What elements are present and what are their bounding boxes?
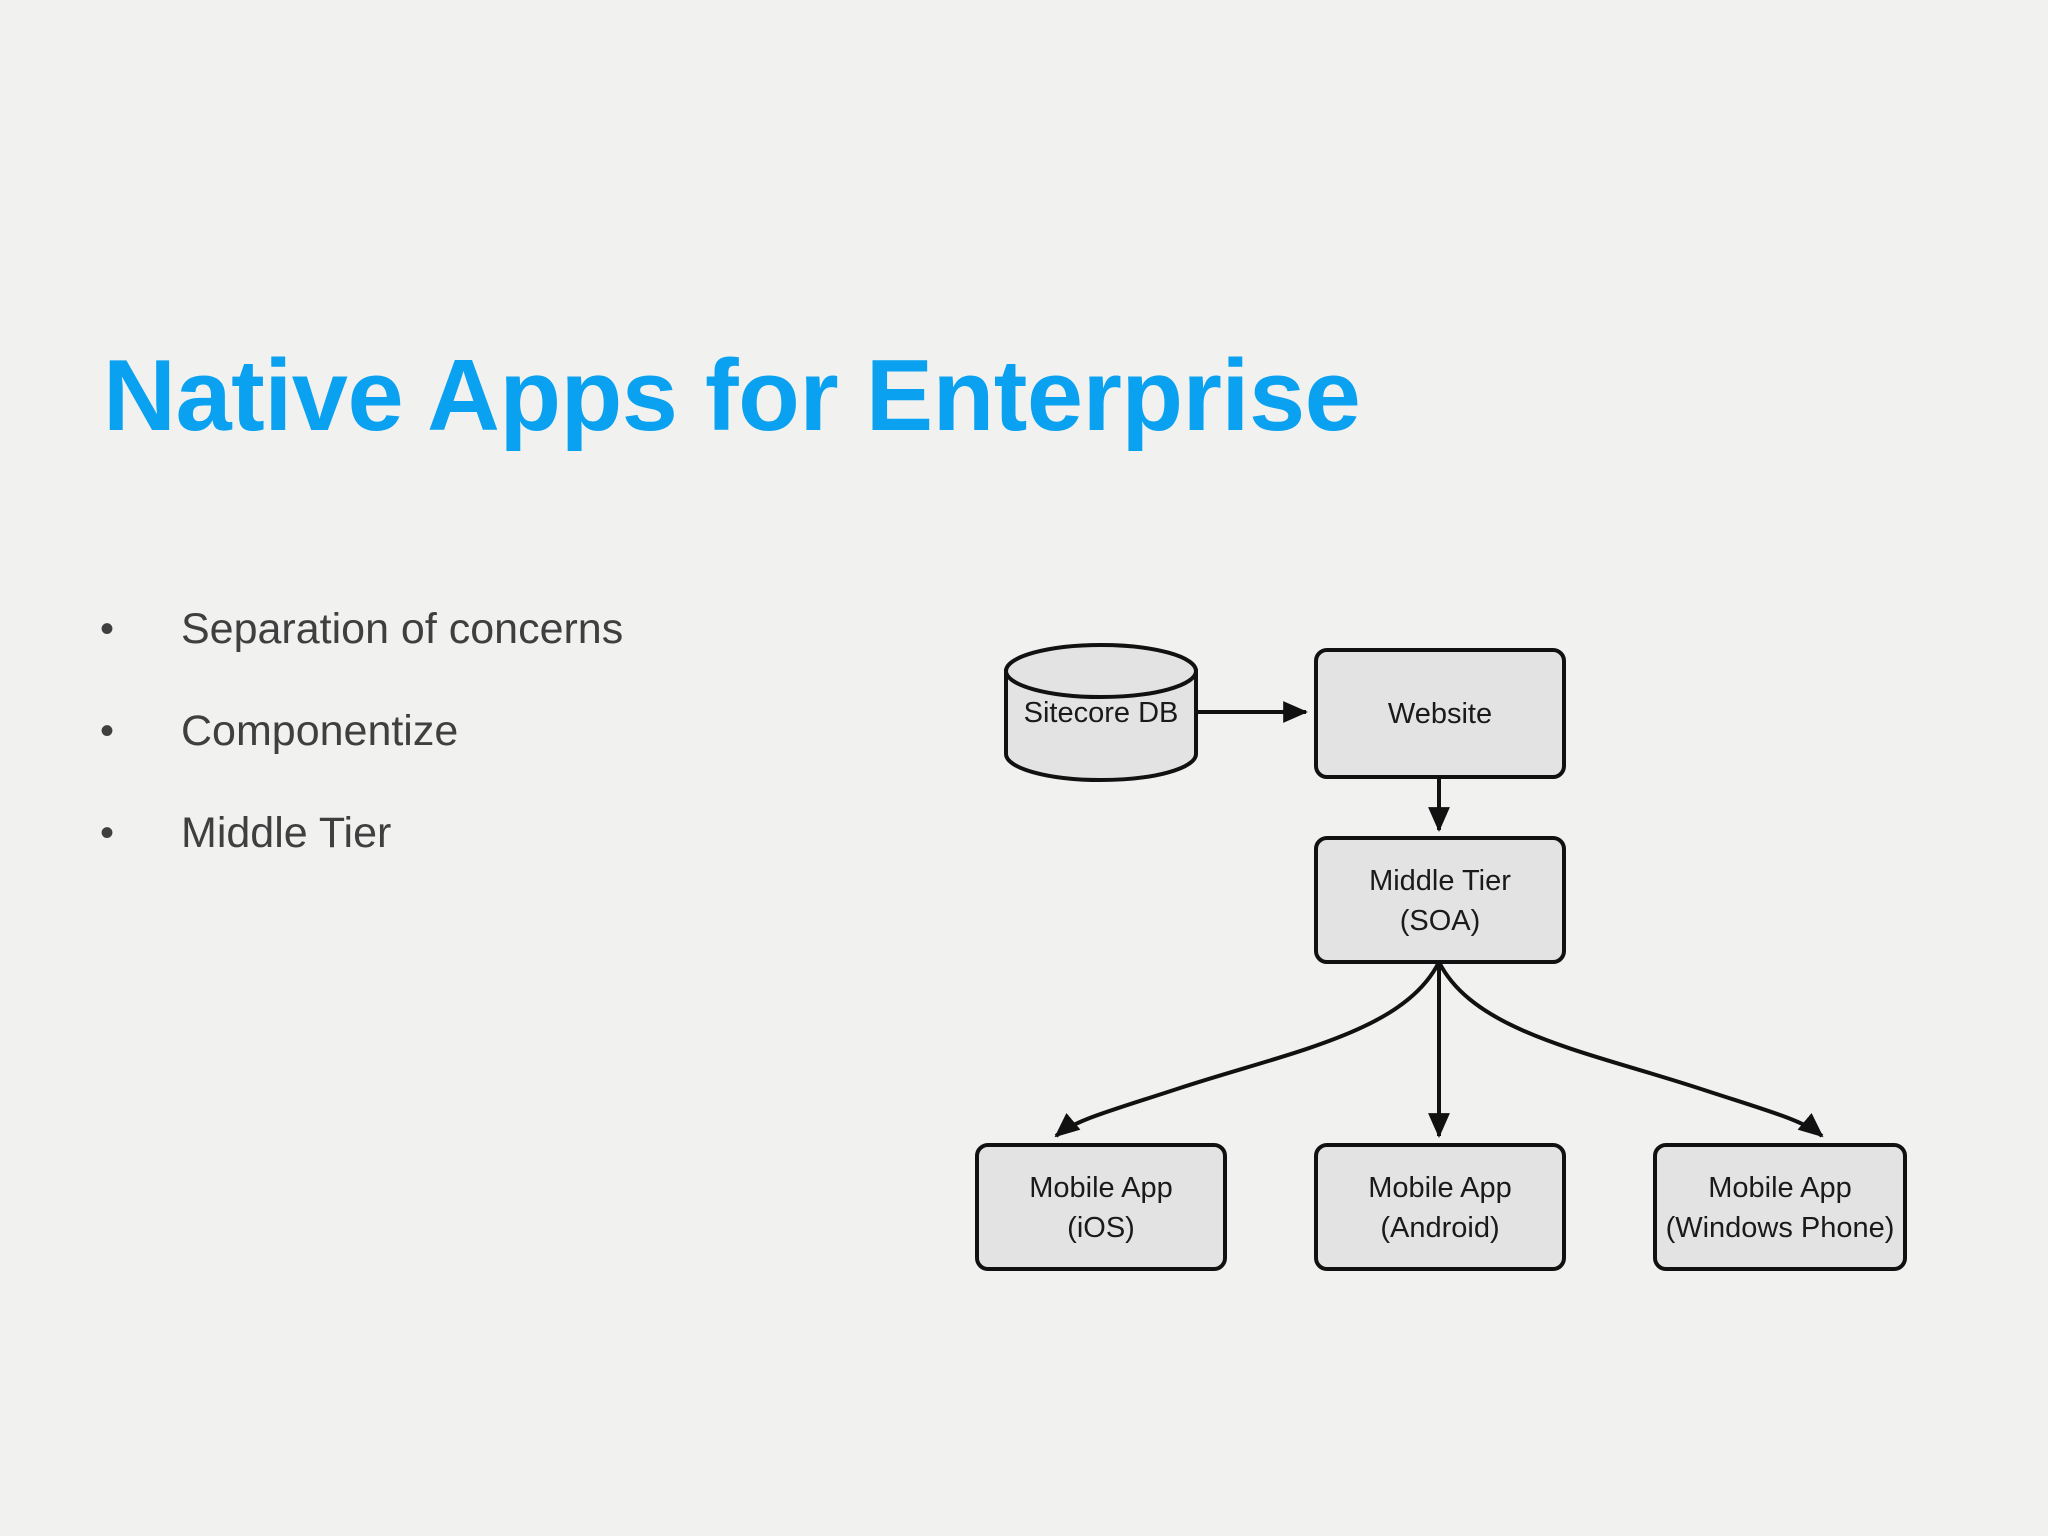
list-item: • Middle Tier (96, 782, 896, 884)
bullet-point-icon: • (99, 709, 114, 753)
node-label-middle-tier-line2: (SOA) (1400, 905, 1481, 937)
bullet-label: Componentize (181, 707, 459, 755)
node-label-mobile-ios-line1: Mobile App (1029, 1172, 1173, 1204)
bullet-label: Middle Tier (181, 809, 392, 857)
bullet-point-icon: • (99, 607, 114, 651)
diagram-edges (1054, 701, 1824, 1138)
diagram-node-mobile-android[interactable]: Mobile App (Android) (1314, 1143, 1566, 1271)
node-label-mobile-windows-line2: (Windows Phone) (1666, 1212, 1895, 1244)
node-label-mobile-ios-line2: (iOS) (1067, 1212, 1135, 1244)
node-label-middle-tier-line1: Middle Tier (1369, 865, 1511, 897)
node-label-sitecore-db: Sitecore DB (1024, 697, 1179, 729)
node-label-mobile-windows-line1: Mobile App (1708, 1172, 1852, 1204)
bullet-list: • Separation of concerns • Componentize … (96, 578, 896, 884)
list-item: • Separation of concerns (96, 578, 896, 680)
cylinder-top (1004, 643, 1198, 699)
diagram-node-middle-tier[interactable]: Middle Tier (SOA) (1314, 836, 1566, 964)
diagram-node-mobile-windows[interactable]: Mobile App (Windows Phone) (1653, 1143, 1907, 1271)
diagram-node-mobile-ios[interactable]: Mobile App (iOS) (975, 1143, 1227, 1271)
node-box-mobile-ios (975, 1143, 1227, 1271)
bullet-label: Separation of concerns (181, 605, 624, 653)
node-box-mobile-windows (1653, 1143, 1907, 1271)
cylinder-body (1004, 669, 1198, 782)
diagram-node-sitecore-db[interactable]: Sitecore DB (1004, 643, 1198, 782)
bullet-point-icon: • (99, 811, 114, 855)
diagram-node-website[interactable]: Website (1314, 648, 1566, 779)
node-box-middle-tier (1314, 836, 1566, 964)
edge-middle-tier-to-ios (1054, 961, 1441, 1138)
node-box-website (1314, 648, 1566, 779)
node-label-website: Website (1388, 698, 1492, 730)
page-title: Native Apps for Enterprise (103, 340, 1361, 452)
node-label-mobile-android-line2: (Android) (1380, 1212, 1499, 1244)
node-label-mobile-android-line1: Mobile App (1368, 1172, 1512, 1204)
node-box-mobile-android (1314, 1143, 1566, 1271)
edge-middle-tier-to-windows (1437, 961, 1824, 1138)
list-item: • Componentize (96, 680, 896, 782)
